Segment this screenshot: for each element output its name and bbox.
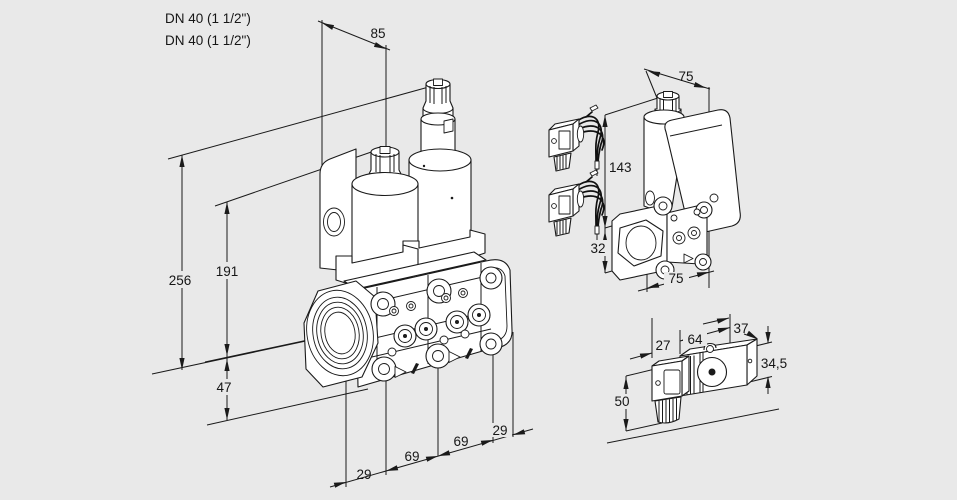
main-valve-isometric-view	[303, 78, 513, 388]
dim-85-label: 85	[370, 26, 385, 41]
dim-50-label: 50	[614, 394, 629, 409]
dim-34-5-label: 34,5	[761, 356, 787, 371]
dim-75-top-label: 75	[678, 69, 693, 84]
side-view-valve	[611, 91, 741, 281]
flow-direction-arrow	[448, 351, 461, 363]
inlet-flange-threaded	[303, 280, 379, 388]
dim-69-right-label: 69	[453, 434, 468, 449]
dim-29-right-label: 29	[492, 423, 507, 438]
dim-47-label: 47	[216, 380, 231, 395]
dim-191-label: 191	[216, 264, 239, 279]
side-body	[611, 196, 713, 281]
dimension-arrows	[179, 23, 771, 488]
dim-143-label: 143	[609, 160, 632, 175]
dim-69-left-label: 69	[404, 449, 419, 464]
port-size-label-2: DN 40 (1 1/2")	[165, 33, 251, 48]
dim-37-label: 37	[733, 321, 748, 336]
coil-detail-view	[651, 338, 758, 424]
coil-connector	[651, 355, 690, 424]
port-size-label-1: DN 40 (1 1/2")	[165, 11, 251, 26]
dim-29-left-label: 29	[356, 467, 371, 482]
mounting-bracket	[319, 148, 357, 273]
dim-64-label: 64	[687, 332, 703, 347]
dim-75-bottom-label: 75	[668, 271, 683, 286]
flow-direction-arrow	[394, 366, 407, 378]
cable-plug-bottom	[548, 169, 605, 242]
cable-plug-top	[548, 104, 605, 177]
label-masks	[163, 240, 707, 437]
dim-256-label: 256	[169, 273, 192, 288]
dim-32-label: 32	[590, 241, 605, 256]
dim-27-label: 27	[655, 338, 670, 353]
body-fasteners	[370, 266, 503, 382]
flow-direction-arrow	[683, 253, 694, 264]
dimension-labels: DN 40 (1 1/2") DN 40 (1 1/2") 85 256 191…	[165, 11, 787, 482]
